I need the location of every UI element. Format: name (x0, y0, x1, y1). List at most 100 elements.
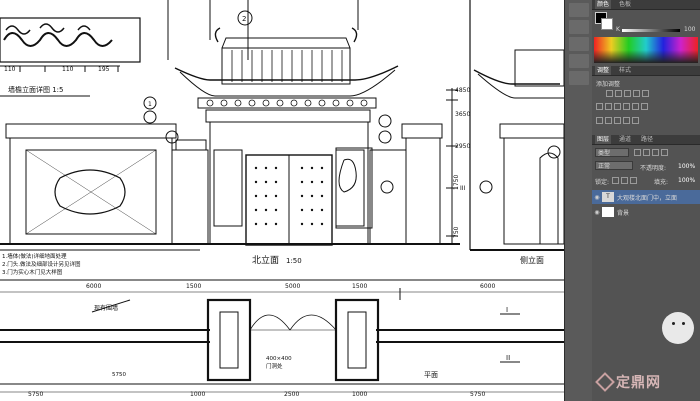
photoshop-panels: 颜色 色板 K 100 调整 样式 添加调整 图层 通道 路径 类型 正常 不透… (592, 0, 700, 401)
tab-adjustments[interactable]: 调整 (595, 66, 612, 75)
note-3: 3.门为实心木门见大样图 (2, 268, 63, 276)
layer-name-1: 大观楼北面门中，立面 (617, 194, 678, 202)
side-elevation-title: 侧立面 (520, 255, 544, 265)
elevation-title: 北立面 (252, 254, 279, 266)
properties-panel-button[interactable] (569, 20, 589, 34)
k-slider[interactable] (622, 29, 680, 32)
layer-name-2: 背景 (617, 209, 630, 217)
layer-row-1[interactable]: ◉ T 大观楼北面门中，立面 (592, 190, 700, 204)
layer-kind-label: 类型 (598, 150, 611, 157)
gradient-map-icon[interactable] (623, 117, 630, 124)
spectrum-shade (594, 50, 698, 63)
tab-layers[interactable]: 图层 (595, 135, 612, 144)
shape-filter-icon[interactable] (661, 149, 668, 156)
fill-label: 填充: (654, 179, 669, 186)
section-mark-2: II (506, 354, 510, 362)
plan-label-size: 400×400 (266, 356, 292, 362)
brightness-icon[interactable] (606, 90, 613, 97)
plan-lower-dim-3: 2500 (284, 391, 299, 398)
level-5: 750 (453, 226, 460, 238)
dim-3: 195 (98, 66, 110, 73)
tab-styles[interactable]: 样式 (619, 67, 632, 74)
color-balance-icon[interactable] (605, 103, 612, 110)
watermark-text: 定鼎网 (616, 375, 661, 391)
curves-icon[interactable] (624, 90, 631, 97)
threshold-icon[interactable] (614, 117, 621, 124)
blend-mode-select[interactable]: 正常 (595, 161, 633, 170)
character-panel-button[interactable] (569, 37, 589, 51)
visibility-eye-icon[interactable]: ◉ (594, 208, 600, 216)
level-4: 1750 (453, 175, 460, 190)
black-white-icon[interactable] (614, 103, 621, 110)
watermark-logo-icon (595, 372, 615, 392)
lock-pixels-icon[interactable] (612, 177, 619, 184)
detail-label: 墙檐立面详图 1:5 (8, 85, 64, 94)
exposure-icon[interactable] (633, 90, 640, 97)
lock-label: 锁定: (595, 179, 610, 186)
vibrance-icon[interactable] (642, 90, 649, 97)
lock-move-icon[interactable] (621, 177, 628, 184)
background-color-swatch[interactable] (601, 18, 613, 30)
color-k-value[interactable]: 100 (684, 26, 696, 33)
level-1: 4850 (455, 87, 470, 94)
plan-dim-5: 6000 (480, 283, 495, 290)
plan-label-door: 门洞处 (266, 362, 283, 370)
tab-paths[interactable]: 路径 (641, 136, 654, 143)
plan-title: 平面 (424, 371, 438, 379)
dim-1: 110 (4, 66, 16, 73)
opacity-value[interactable]: 100% (678, 163, 696, 170)
adjust-filter-icon[interactable] (643, 149, 650, 156)
plan-lower-dim-5: 5750 (470, 391, 485, 398)
plan-label-wall: 现有围墙 (94, 304, 118, 312)
plan-lower-dim-2: 1000 (190, 391, 205, 398)
cad-drawing: 110 110 195 墙檐立面详图 1:5 2 1 4850 3650 295… (0, 0, 564, 398)
plan-lower-dim-1: 5750 (28, 391, 43, 398)
paragraph-panel-button[interactable] (569, 54, 589, 68)
plan-dim-3: 5000 (285, 283, 300, 290)
color-k-label: K (616, 26, 620, 33)
posterize-icon[interactable] (605, 117, 612, 124)
selective-color-icon[interactable] (632, 117, 639, 124)
brush-panel-button[interactable] (569, 71, 589, 85)
layer-kind-filter[interactable]: 类型 (595, 148, 629, 157)
tab-swatches[interactable]: 色板 (619, 1, 632, 8)
pixel-filter-icon[interactable] (634, 149, 641, 156)
lock-all-icon[interactable] (630, 177, 637, 184)
elevation-scale: 1:50 (286, 257, 302, 265)
note-1: 1.墙体(做法)详细地面处理 (2, 252, 67, 260)
color-lookup-icon[interactable] (641, 103, 648, 110)
layer-filter-icons (634, 149, 694, 158)
history-panel-button[interactable] (569, 3, 589, 17)
layer-row-2[interactable]: ◉ 背景 (592, 205, 700, 219)
dim-2: 110 (62, 66, 74, 73)
plan-label-dim: 5750 (112, 372, 126, 378)
level-3: 2950 (455, 143, 470, 150)
visibility-eye-icon[interactable]: ◉ (594, 193, 600, 201)
lock-icons (612, 177, 652, 186)
tab-color[interactable]: 颜色 (595, 0, 612, 9)
opacity-label: 不透明度: (640, 165, 667, 172)
type-filter-icon[interactable] (652, 149, 659, 156)
panel-dock-strip (564, 0, 593, 401)
watermark: 定鼎网 (595, 372, 698, 392)
layers-panel-header: 图层 通道 路径 (592, 135, 700, 145)
invert-icon[interactable] (596, 117, 603, 124)
color-panel-header: 颜色 色板 (592, 0, 700, 10)
tab-channels[interactable]: 通道 (619, 136, 632, 143)
document-canvas[interactable]: 110 110 195 墙檐立面详图 1:5 2 1 4850 3650 295… (0, 0, 564, 401)
adjust-icons-row-2 (596, 103, 696, 112)
channel-mixer-icon[interactable] (632, 103, 639, 110)
hue-icon[interactable] (596, 103, 603, 110)
text-layer-thumbnail-icon: T (602, 192, 614, 202)
fill-value[interactable]: 100% (678, 177, 696, 184)
plan-dim-4: 1500 (352, 283, 367, 290)
level-2: 3650 (455, 111, 470, 118)
section-mark-3: III (460, 185, 466, 192)
photo-filter-icon[interactable] (623, 103, 630, 110)
section-mark-1: I (506, 306, 508, 314)
tag-1: 1 (148, 101, 152, 108)
plan-lower-dim-4: 1000 (352, 391, 367, 398)
levels-icon[interactable] (615, 90, 622, 97)
note-2: 2.门头.做法及细部设计另见详图 (2, 260, 81, 268)
adjust-panel-header: 调整 样式 (592, 66, 700, 76)
